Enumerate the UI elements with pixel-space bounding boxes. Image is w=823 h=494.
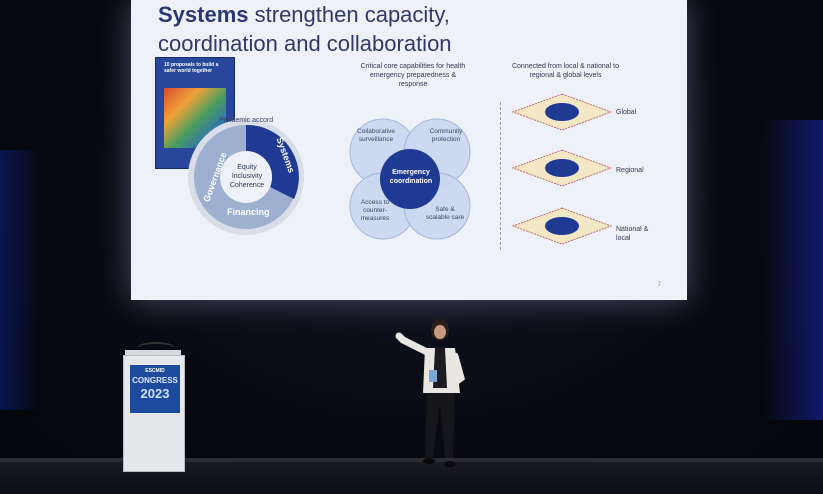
slide-title-rest: strengthen capacity, <box>248 2 450 27</box>
emergency-coordination-label: Emergency coordination <box>386 147 436 207</box>
levels-arrow <box>500 102 502 250</box>
center-inclusivity: Inclusivity <box>231 173 263 180</box>
governance-circle-diagram <box>188 119 304 235</box>
national-diamond-core <box>545 217 579 235</box>
podium-logo-line2: CONGRESS <box>132 376 178 385</box>
center-coherence: Coherence <box>229 182 265 189</box>
venn-center-circle <box>380 149 440 209</box>
podium-top <box>125 350 181 358</box>
regional-level-diamond <box>511 149 613 187</box>
podium-congress-logo: ESCMID CONGRESS 2023 <box>130 365 180 413</box>
report-title: 10 proposals to build a safer world toge… <box>164 62 219 74</box>
lv-heading-line1: Connected from local & national to <box>511 63 619 70</box>
access-countermeasures-label: Access to counter- measures <box>353 199 397 223</box>
lv-heading-line2: regional & global levels <box>529 72 602 79</box>
speaker-figure <box>395 319 466 467</box>
projection-screen: Systems strengthen capacity, coordinatio… <box>131 0 687 300</box>
speaker-left-shoe <box>423 458 435 464</box>
national-local-label: National & local <box>616 225 648 243</box>
slide-title-bold: Systems <box>158 2 249 27</box>
cap-heading-line1: Critical core capabilities for health <box>360 63 466 70</box>
ac-line3: measures <box>360 215 390 222</box>
speaker-badge <box>429 370 437 382</box>
ss-line2: scalable care <box>425 214 465 221</box>
right-stage-light <box>763 120 823 420</box>
speaker-other-arm <box>449 352 466 388</box>
capabilities-venn-diagram <box>349 118 471 240</box>
ts-line2: surveillance <box>358 136 394 143</box>
report-cover-image: 10 proposals to build a safer world toge… <box>155 57 235 169</box>
global-diamond-core <box>545 103 579 121</box>
safe-scalable-care-label: Safe & scalable care <box>417 206 473 222</box>
ec-line2: coordination <box>389 178 433 185</box>
systems-segment <box>246 124 299 199</box>
podium-microphone <box>136 342 176 356</box>
community-protection-label: Community protection <box>421 128 471 144</box>
speaker-pants <box>425 393 455 458</box>
pandemic-accord-label: Pandemic accord <box>219 117 274 124</box>
ss-line1: Safe & <box>435 206 455 213</box>
regional-diamond-core <box>545 159 579 177</box>
capabilities-heading: Critical core capabilities for health em… <box>343 62 483 89</box>
slide-page-number: 7 <box>657 282 661 288</box>
slide-title-line2: coordination and collaboration <box>158 31 452 56</box>
ac-line1: Access to <box>360 199 390 206</box>
podium-logo-line1: ESCMID <box>145 368 165 374</box>
nl-line1: National & <box>616 226 649 233</box>
financing-label: Financing <box>227 207 270 217</box>
regional-label: Regional <box>616 167 644 174</box>
national-level-diamond <box>511 207 613 245</box>
circle-center-text: Equity Inclusivity Coherence <box>227 163 267 190</box>
speaker-right-shoe <box>444 461 456 467</box>
ac-line2: counter- <box>363 207 387 214</box>
ec-line1: Emergency <box>392 169 430 176</box>
ts-line1: Collaborative <box>357 128 395 135</box>
left-stage-light <box>0 150 40 410</box>
nl-line2: local <box>616 235 631 242</box>
global-label: Global <box>616 109 637 116</box>
center-equity: Equity <box>237 164 257 171</box>
inner-circle <box>220 151 272 203</box>
collaborative-surveillance-label: Collaborative surveillance <box>351 128 401 144</box>
slide-title: Systems strengthen capacity, coordinatio… <box>158 0 452 58</box>
speaker-raised-arm <box>395 332 431 356</box>
stage-edge <box>0 458 823 464</box>
cap-heading-line2: emergency preparedness & <box>370 72 456 79</box>
global-level-diamond <box>511 93 613 131</box>
levels-heading: Connected from local & national to regio… <box>503 62 628 80</box>
podium-logo-line3: 2023 <box>140 386 170 401</box>
cp-line2: protection <box>431 136 461 143</box>
cp-line1: Community <box>429 128 463 135</box>
speaker-face <box>434 325 446 339</box>
cap-heading-line3: response <box>398 81 428 88</box>
